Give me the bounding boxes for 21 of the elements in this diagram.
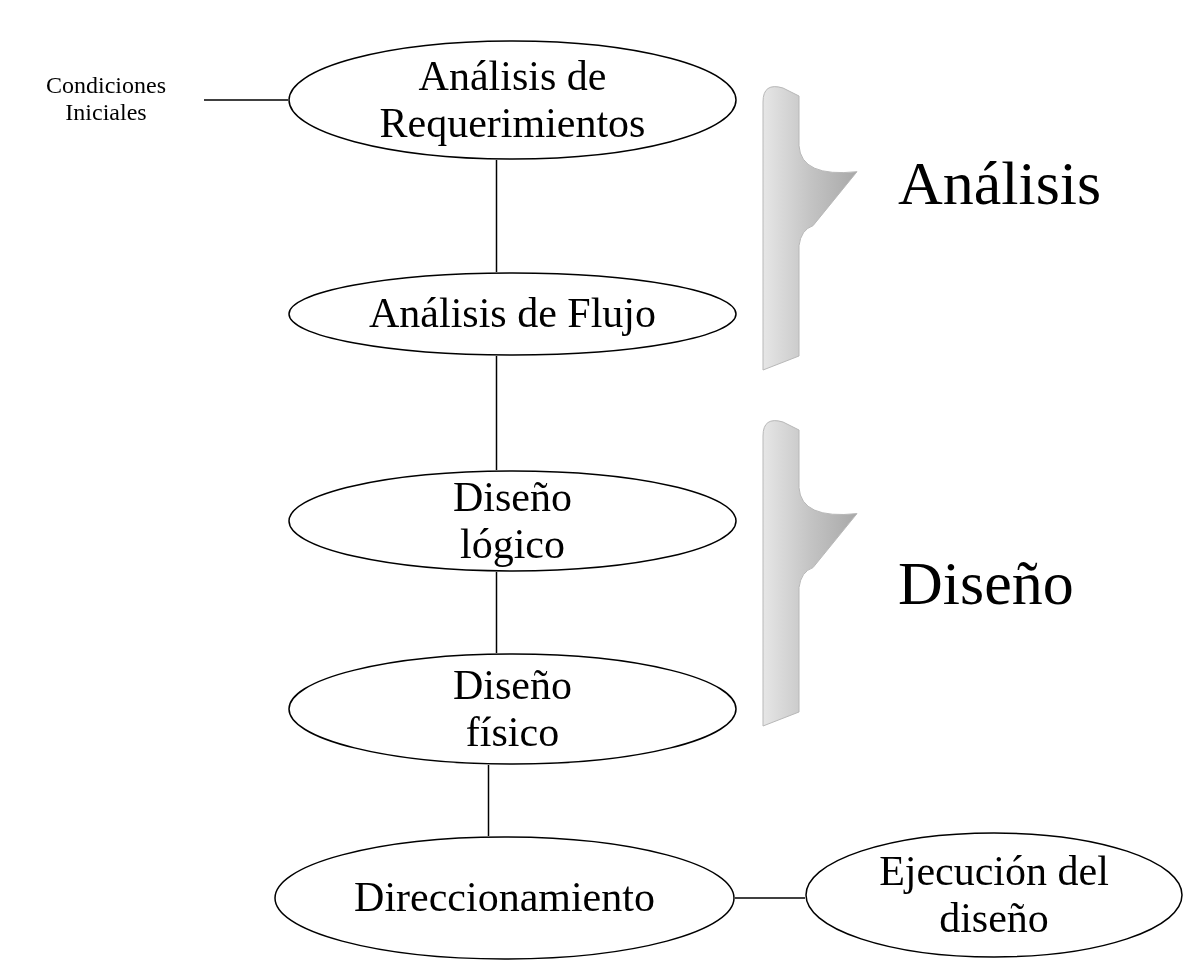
node-label: Condiciones Iniciales	[45, 72, 167, 126]
node-label: Diseño físico	[452, 661, 573, 757]
process-ellipse	[288, 40, 737, 160]
phase-label: Análisis	[898, 148, 1102, 219]
process-ellipse	[805, 832, 1183, 958]
connector-line	[495, 159, 498, 273]
connector-line	[203, 99, 289, 101]
node-label: Ejecución del diseño	[878, 847, 1110, 943]
node-label: Diseño lógico	[452, 473, 573, 569]
connector-line	[487, 764, 490, 837]
connector-line	[734, 897, 806, 899]
node-label: Direccionamiento	[354, 874, 655, 922]
connector-line	[495, 355, 498, 471]
process-ellipse	[288, 653, 737, 765]
process-ellipse	[274, 836, 735, 960]
process-ellipse	[288, 272, 737, 356]
process-ellipse	[288, 470, 737, 572]
connector-line	[495, 571, 498, 654]
node-label: Análisis de Flujo	[369, 290, 656, 338]
node-label: Análisis de Requerimientos	[378, 52, 647, 148]
phase-label: Diseño	[898, 548, 1074, 619]
